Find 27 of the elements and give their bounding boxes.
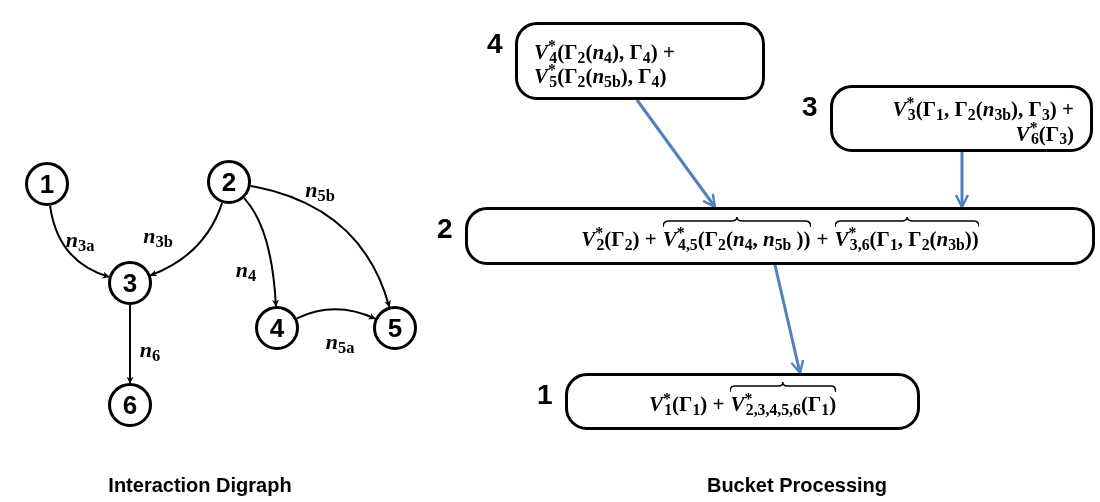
formula: V$^{*}$$_{1}$(Γ$_{1}$) + bbox=[648, 392, 725, 417]
edge-label: n$_{6}$ bbox=[139, 339, 161, 361]
formula: V$^{*}$$_{2}$(Γ$_{2}$) + bbox=[581, 226, 657, 251]
formula: V$^{*}$$_{3,6}$(Γ$_{1}$, Γ$_{2}$(n$_{3b}$)) bbox=[834, 226, 979, 251]
edge-label: n$_{3a}$ bbox=[65, 229, 95, 251]
edge-label: n$_{4}$ bbox=[235, 259, 257, 281]
bucket-number: 4 bbox=[487, 30, 503, 58]
edge-label: n$_{5b}$ bbox=[305, 179, 335, 201]
arrow bbox=[126, 304, 134, 384]
arrow bbox=[635, 99, 717, 209]
bucket-number: 1 bbox=[537, 381, 553, 409]
arrow bbox=[773, 264, 805, 375]
arrow bbox=[49, 204, 110, 279]
edge-label: n$_{5a}$ bbox=[325, 331, 355, 353]
arrow bbox=[249, 184, 391, 308]
arrow bbox=[954, 152, 970, 209]
panel-title: Bucket Processing bbox=[706, 473, 888, 498]
formula: V$^{*}$$_{3}$(Γ$_{1}$, Γ$_{2}$(n$_{3b}$), Γ$_{3}$) + V$^{*}$$_{6}$(Γ$_{3}$) bbox=[892, 97, 1074, 146]
edge-label: n$_{3b}$ bbox=[143, 225, 173, 247]
formula: + bbox=[816, 226, 829, 251]
arrow bbox=[243, 197, 279, 308]
bucket-number: 3 bbox=[802, 93, 818, 121]
formula: V$^{*}$$_{4}$(Γ$_{2}$(n$_{4}$), Γ$_{4}$) + V$^{*}$$_{5}$(Γ$_{2}$(n$_{5b}$), Γ$_{4}$) bbox=[534, 39, 675, 88]
formula: V$^{*}$$_{4,5}$(Γ$_{2}$(n$_{4}$, n$_{5b}$ )) bbox=[662, 226, 811, 251]
panel-title: Interaction Digraph bbox=[108, 473, 292, 498]
formula: V$^{*}$$_{2,3,4,5,6}$(Γ$_{1}$) bbox=[730, 392, 837, 417]
bucket-number: 2 bbox=[437, 215, 453, 243]
